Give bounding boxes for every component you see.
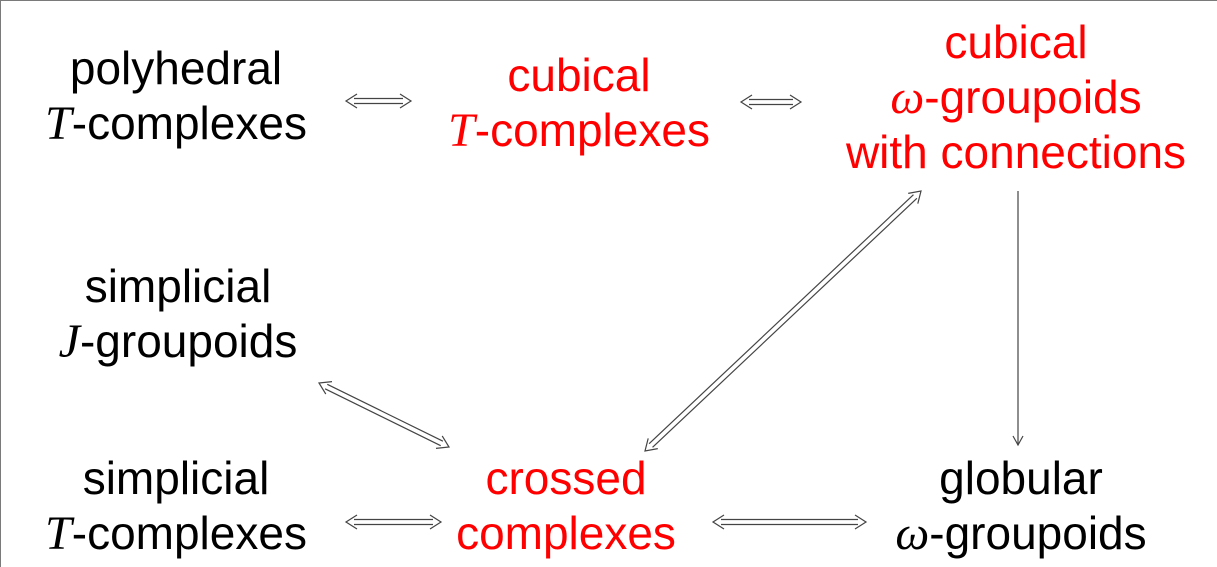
arrowhead	[739, 94, 753, 110]
arrowhead	[644, 438, 658, 452]
node-globular-omega-groupoids: globular ω-groupoids	[856, 451, 1186, 561]
node-label-line1: cubical	[507, 49, 651, 101]
edge-rail	[324, 388, 441, 447]
node-label-line1: crossed	[485, 452, 647, 504]
arrowhead	[344, 514, 358, 530]
edge-rail	[648, 194, 914, 445]
arrowhead	[435, 435, 451, 449]
node-simplicial-t-complexes: simplicial T-complexes	[21, 451, 331, 561]
node-label-line1: globular	[939, 452, 1103, 504]
edge-simplicial-J-to-crossed	[317, 381, 451, 449]
node-label-line1: cubical	[944, 16, 1088, 68]
node-label-line2: J-groupoids	[58, 315, 298, 368]
node-label-line3: with connections	[845, 126, 1187, 178]
node-label-line2: T-complexes	[45, 97, 307, 150]
arrowhead	[908, 190, 922, 204]
math-symbol-j: J	[58, 315, 80, 368]
arrowhead	[789, 94, 803, 110]
node-label-line2: T-complexes	[448, 104, 710, 157]
node-label-line1: simplicial	[82, 452, 270, 504]
arrowhead	[429, 514, 443, 530]
arrowhead	[399, 93, 413, 109]
edge-polyhedral-to-cubical-T	[344, 93, 413, 109]
edge-cubical-omega-to-crossed	[644, 190, 922, 452]
edge-cubical-omega-to-globular	[1012, 191, 1024, 447]
edge-layer	[317, 93, 1024, 530]
math-symbol-t: T	[45, 97, 72, 150]
node-label-line2: T-complexes	[45, 507, 307, 560]
math-symbol-omega: ω	[890, 71, 925, 124]
node-cubical-t-complexes: cubical T-complexes	[414, 48, 744, 158]
edge-crossed-to-globular	[711, 514, 868, 530]
math-symbol-t: T	[448, 104, 475, 157]
math-symbol-omega: ω	[895, 507, 930, 560]
node-label-line2: ω-groupoids	[895, 507, 1147, 560]
arrowhead	[1012, 435, 1024, 447]
node-cubical-omega-groupoids: cubical ω-groupoids with connections	[814, 15, 1217, 180]
edge-rail	[652, 197, 918, 448]
edge-simplicial-T-to-crossed	[344, 514, 443, 530]
node-polyhedral-t-complexes: polyhedral T-complexes	[21, 41, 331, 151]
node-label-line2: complexes	[456, 507, 676, 559]
node-label-line2: ω-groupoids	[890, 71, 1142, 124]
node-label-line1: simplicial	[84, 260, 272, 312]
edge-rail	[327, 383, 444, 442]
edge-cubical-T-to-cubical-omega	[739, 94, 803, 110]
arrowhead	[854, 514, 868, 530]
node-label-line1: polyhedral	[69, 42, 283, 94]
arrowhead	[344, 93, 358, 109]
arrowhead	[711, 514, 725, 530]
node-crossed-complexes: crossed complexes	[421, 451, 711, 561]
math-symbol-t: T	[45, 507, 72, 560]
arrowhead	[317, 381, 333, 395]
node-simplicial-j-groupoids: simplicial J-groupoids	[23, 259, 333, 369]
